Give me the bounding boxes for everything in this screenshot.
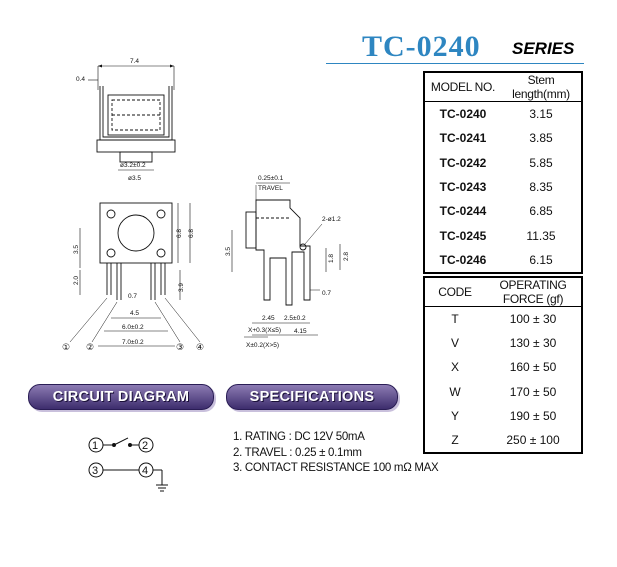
model-cell: TC-0245 <box>439 228 487 243</box>
stem-length-cell: 6.15 <box>529 252 553 267</box>
circuit-diagram-title: CIRCUIT DIAGRAM <box>52 389 190 405</box>
model-cell: TC-0241 <box>439 131 487 146</box>
table-row: V 130 ± 30 <box>424 331 582 355</box>
table-row: Y 190 ± 50 <box>424 404 582 428</box>
table-row: TC-0245 11.35 <box>424 223 582 247</box>
pin-label: ③ <box>176 342 184 352</box>
title-block: TC-0240 SERIES <box>326 30 586 64</box>
model-cell: TC-0242 <box>439 155 487 170</box>
dim-front-h3: 3.5 <box>73 245 80 254</box>
dim-hole: 2-ø1.2 <box>322 216 341 223</box>
circuit-pin-label: 4 <box>142 465 148 477</box>
circuit-pin-label: 1 <box>92 440 98 452</box>
force-cell: 250 ± 100 <box>506 433 560 448</box>
circuit-pin-label: 3 <box>92 465 98 477</box>
dim-front-h5: 3.9 <box>178 283 185 292</box>
circuit-pin-label: 2 <box>142 440 148 452</box>
pin-label: ② <box>86 342 94 352</box>
specifications-banner: SPECIFICATIONS <box>226 384 398 410</box>
mechanical-drawing: 7.4 0.4 ø3.2±0.2 ø3.5 6.8 6.8 <box>62 58 350 352</box>
column-header: MODEL NO. <box>424 72 501 102</box>
force-cell: 190 ± 50 <box>509 408 557 423</box>
dim-front-h1: 6.8 <box>176 229 183 238</box>
code-cell: Z <box>451 433 459 448</box>
series-label: SERIES <box>512 39 575 58</box>
pin-label: ① <box>62 342 70 352</box>
force-cell: 160 ± 50 <box>509 360 557 375</box>
dim-side-h3: 2.8 <box>343 252 350 261</box>
dim-dia1: ø3.2±0.2 <box>120 162 146 169</box>
column-header: OPERATING FORCE (gf) <box>485 277 582 307</box>
dim-front-h4: 2.0 <box>73 276 80 285</box>
side-view: 0.25±0.1 TRAVEL 2-ø1.2 3.5 1.8 2.8 0.7 2… <box>225 175 350 349</box>
product-title: TC-0240 <box>362 30 481 63</box>
stem-length-cell: 11.35 <box>526 228 556 243</box>
code-cell: T <box>451 312 459 327</box>
table-row: Z 250 ± 100 <box>424 428 582 453</box>
spec-item-contact-resistance: 3. CONTACT RESISTANCE 100 mΩ MAX <box>233 462 439 474</box>
dim-travel-label: TRAVEL <box>258 185 283 192</box>
code-cell: V <box>450 336 459 351</box>
dim-thick: 0.4 <box>76 76 85 83</box>
dim-dia2: ø3.5 <box>128 175 141 182</box>
stem-length-cell: 6.85 <box>529 204 553 219</box>
table-row: TC-0242 5.85 <box>424 151 582 175</box>
force-cell: 130 ± 30 <box>509 336 557 351</box>
pin-label: ④ <box>196 342 204 352</box>
table-row: TC-0246 6.15 <box>424 248 582 273</box>
dim-side-w3: 2.5±0.2 <box>284 315 306 322</box>
dim-side-w2: 2.45 <box>262 315 275 322</box>
dim-front-w3: 6.0±0.2 <box>122 324 144 331</box>
table-row: TC-0240 3.15 <box>424 102 582 127</box>
model-cell: TC-0244 <box>439 204 487 219</box>
specifications-title: SPECIFICATIONS <box>249 389 375 405</box>
table-row: TC-0244 6.85 <box>424 199 582 223</box>
table-row: X 160 ± 50 <box>424 355 582 379</box>
dim-side-w1: 0.7 <box>322 290 331 297</box>
column-header: Stem length(mm) <box>501 72 582 102</box>
spec-item-rating: 1. RATING : DC 12V 50mA <box>233 431 365 443</box>
dim-travel: 0.25±0.1 <box>258 175 284 182</box>
force-cell: 100 ± 30 <box>509 312 557 327</box>
code-cell: Y <box>450 408 459 423</box>
spec-item-travel: 2. TRAVEL : 0.25 ± 0.1mm <box>233 446 362 459</box>
dim-side-w4: 4.15 <box>294 328 307 335</box>
table-row: TC-0241 3.85 <box>424 126 582 150</box>
dim-side-x2: X±0.2(X>5) <box>246 342 279 349</box>
title-underline <box>326 63 584 64</box>
code-cell: W <box>449 384 461 399</box>
dim-width: 7.4 <box>130 58 139 65</box>
table-row: T 100 ± 30 <box>424 307 582 332</box>
top-view: 7.4 0.4 ø3.2±0.2 ø3.5 <box>76 58 176 182</box>
table-header-row: MODEL NO. Stem length(mm) <box>424 72 582 102</box>
stem-length-cell: 8.35 <box>529 180 553 195</box>
table-header-row: CODE OPERATING FORCE (gf) <box>424 277 582 307</box>
dim-front-h2: 6.8 <box>188 229 195 238</box>
model-cell: TC-0240 <box>439 107 487 122</box>
dim-side-h2: 1.8 <box>328 254 335 263</box>
model-cell: TC-0243 <box>439 180 487 195</box>
dim-side-h1: 3.5 <box>225 247 232 256</box>
operating-force-table: CODE OPERATING FORCE (gf) T 100 ± 30 V 130… <box>423 276 583 455</box>
table-row: W 170 ± 50 <box>424 380 582 404</box>
table-row: TC-0243 8.35 <box>424 175 582 199</box>
specifications-list: 1. RATING : DC 12V 50mA 2. TRAVEL : 0.25… <box>233 430 439 477</box>
dim-front-w2: 0.7 <box>128 293 137 300</box>
model-cell: TC-0246 <box>439 252 487 267</box>
stem-length-cell: 3.85 <box>529 131 553 146</box>
front-view: 6.8 6.8 3.9 3.5 2.0 0.7 4.5 6.0±0.2 7.0±… <box>62 202 204 352</box>
stem-length-cell: 5.85 <box>529 155 553 170</box>
dim-side-x1: X+0.3(X≤5) <box>248 327 281 334</box>
force-cell: 170 ± 50 <box>509 384 557 399</box>
model-table: MODEL NO. Stem length(mm) TC-0240 3.15 TC… <box>423 71 583 275</box>
dim-front-w4: 7.0±0.2 <box>122 339 144 346</box>
dim-front-w1: 4.5 <box>130 310 139 317</box>
circuit-diagram-banner: CIRCUIT DIAGRAM <box>28 384 214 410</box>
code-cell: X <box>450 360 459 375</box>
column-header: CODE <box>424 277 485 307</box>
stem-length-cell: 3.15 <box>529 107 553 122</box>
